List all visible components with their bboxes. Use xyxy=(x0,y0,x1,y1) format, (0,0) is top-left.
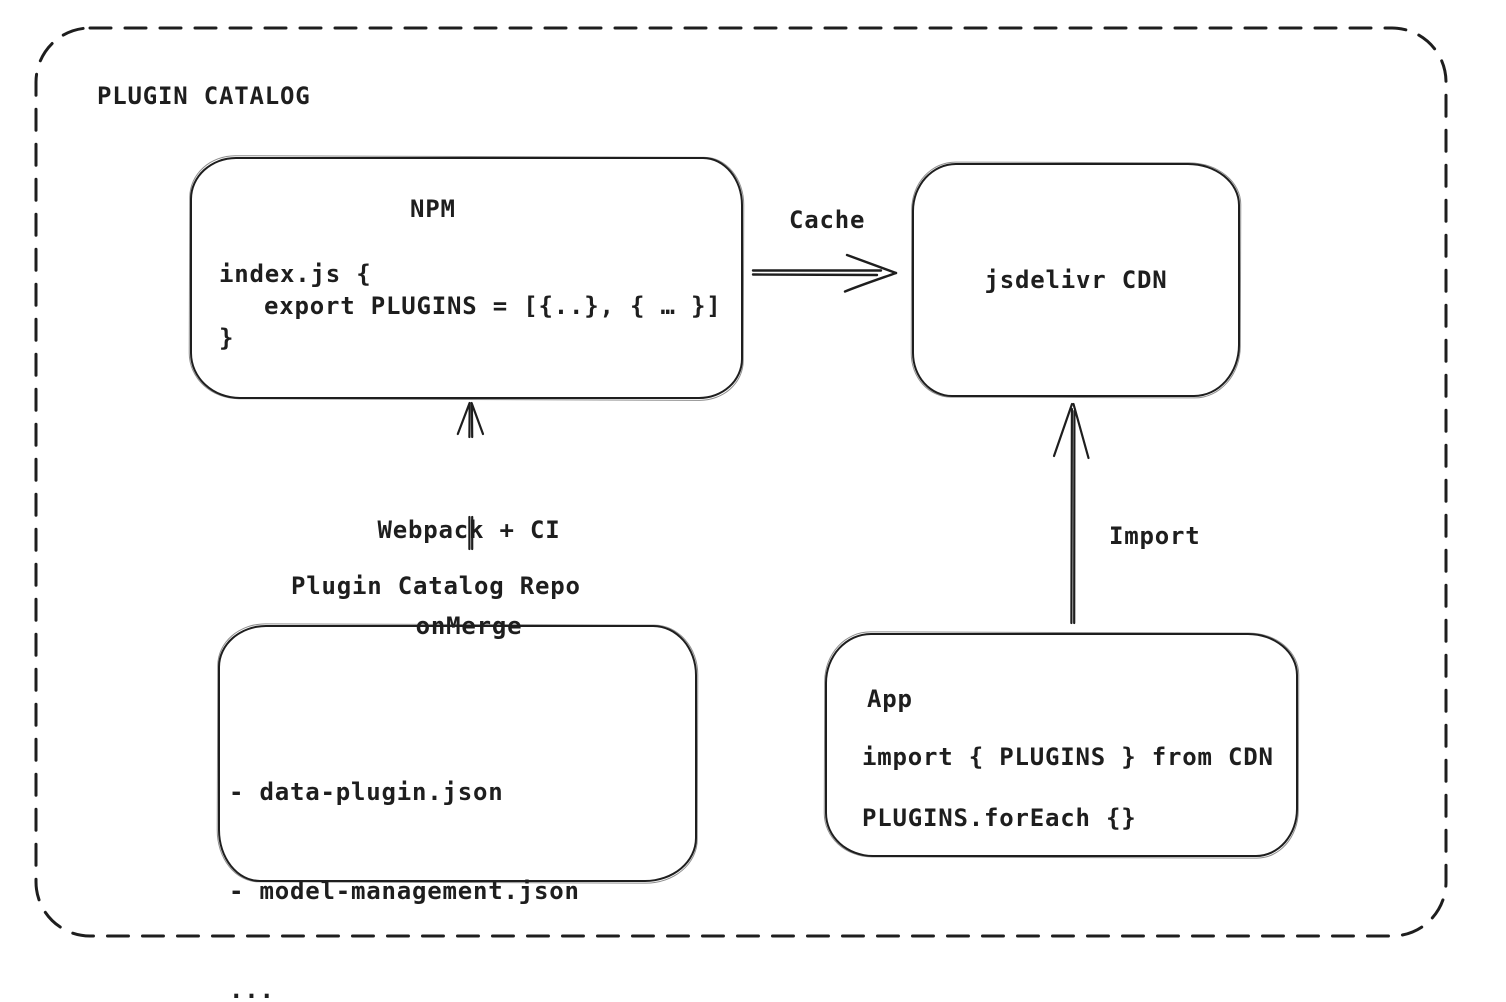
build-edge-label-line-1: Webpack + CI xyxy=(377,516,561,544)
repo-node-label: Plugin Catalog Repo xyxy=(291,572,581,600)
repo-file: - model-management.json xyxy=(229,877,580,905)
npm-code-line-3: } xyxy=(219,324,235,352)
repo-file-list: - data-plugin.json - model-management.js… xyxy=(229,711,580,1002)
app-node: App import { PLUGINS } from CDN PLUGINS.… xyxy=(825,633,1298,857)
import-arrow xyxy=(1052,402,1090,625)
npm-code-line-1: index.js { xyxy=(219,260,372,288)
npm-node-title: NPM xyxy=(410,195,456,223)
import-edge-label: Import xyxy=(1109,522,1201,550)
npm-code-line-2: export PLUGINS = [{..}, { … }] xyxy=(264,292,722,320)
app-code-line-2: PLUGINS.forEach {} xyxy=(862,804,1137,832)
npm-node: NPM index.js { export PLUGINS = [{..}, {… xyxy=(190,157,743,399)
repo-file: ... xyxy=(229,976,275,1002)
app-node-title: App xyxy=(867,685,913,713)
cdn-node: jsdelivr CDN xyxy=(912,163,1240,397)
diagram-title: PLUGIN CATALOG xyxy=(97,82,311,110)
app-code-line-1: import { PLUGINS } from CDN xyxy=(862,743,1274,771)
repo-file: - data-plugin.json xyxy=(229,778,504,806)
cdn-node-label: jsdelivr CDN xyxy=(984,266,1168,294)
cache-arrow xyxy=(751,253,898,293)
cache-edge-label: Cache xyxy=(789,206,866,234)
repo-node: - data-plugin.json - model-management.js… xyxy=(218,625,697,1002)
